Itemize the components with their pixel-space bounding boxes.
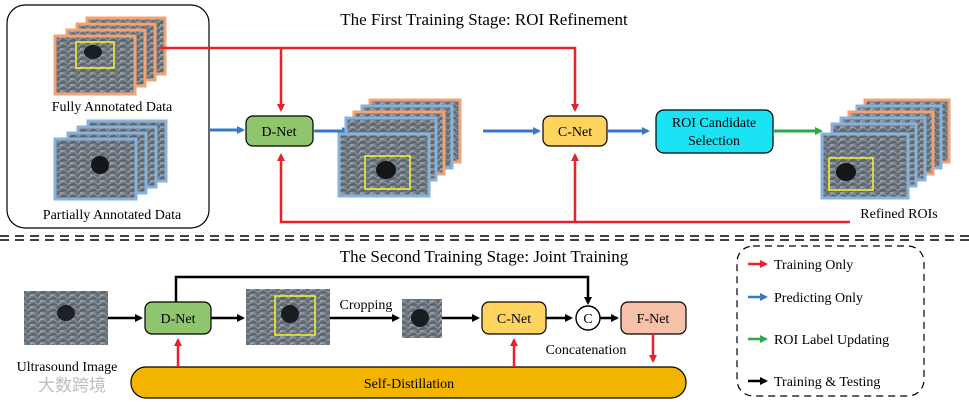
legend-label: Training & Testing xyxy=(774,375,880,390)
ultrasound-label: Ultrasound Image xyxy=(17,360,118,375)
concat-symbol: C xyxy=(583,312,592,327)
legend-item-training-only: Training Only xyxy=(748,258,853,273)
arrow-fully-to-cnet xyxy=(160,46,579,112)
legend-label: Predicting Only xyxy=(774,291,863,306)
legend-box xyxy=(736,245,925,397)
stage1-title: The First Training Stage: ROI Refinement xyxy=(340,10,628,29)
legend-label: Training Only xyxy=(774,258,853,273)
legend-item-training-testing: Training & Testing xyxy=(748,375,880,390)
ultrasound-image xyxy=(24,291,108,345)
legend-item-roi-label-updating: ROI Label Updating xyxy=(748,333,889,348)
cropped-patch xyxy=(402,299,442,338)
partially-annotated-label: Partially Annotated Data xyxy=(43,208,182,223)
fnet-label: F-Net xyxy=(637,312,670,327)
stage2-title: The Second Training Stage: Joint Trainin… xyxy=(340,247,629,266)
partially-annotated-stack xyxy=(53,119,168,201)
fully-annotated-label: Fully Annotated Data xyxy=(52,100,173,115)
refined-bbox xyxy=(828,157,874,191)
self-distillation-bar xyxy=(130,366,687,399)
watermark-text: 大数跨境 xyxy=(38,376,106,396)
concatenation-label: Concatenation xyxy=(546,343,627,358)
refined-roi-stack xyxy=(820,98,951,200)
input-data-group xyxy=(6,4,210,229)
cropping-label: Cropping xyxy=(340,298,393,313)
stage1-dnet-label: D-Net xyxy=(262,125,297,140)
detected-image xyxy=(246,289,330,345)
legend-item-predicting-only: Predicting Only xyxy=(748,291,863,306)
refined-rois-label: Refined ROIs xyxy=(860,207,937,222)
predicted-roi-stack xyxy=(337,98,462,198)
arrow-refined-to-dnet xyxy=(277,153,575,224)
predicted-bbox xyxy=(364,155,411,190)
legend-label: ROI Label Updating xyxy=(774,333,889,348)
stage1-cnet-label: C-Net xyxy=(558,125,592,140)
fully-annotated-stack xyxy=(53,16,167,96)
stage2-cnet-label: C-Net xyxy=(497,312,531,327)
stage2-dnet-label: D-Net xyxy=(161,312,196,327)
roi-candidate-label-2: Selection xyxy=(688,134,740,149)
roi-candidate-label-1: ROI Candidate xyxy=(672,116,756,131)
self-distillation-label: Self-Distillation xyxy=(364,377,454,392)
detected-bbox xyxy=(274,295,316,336)
arrow-dnet-to-concat xyxy=(174,275,592,305)
roi-bbox xyxy=(75,41,115,69)
